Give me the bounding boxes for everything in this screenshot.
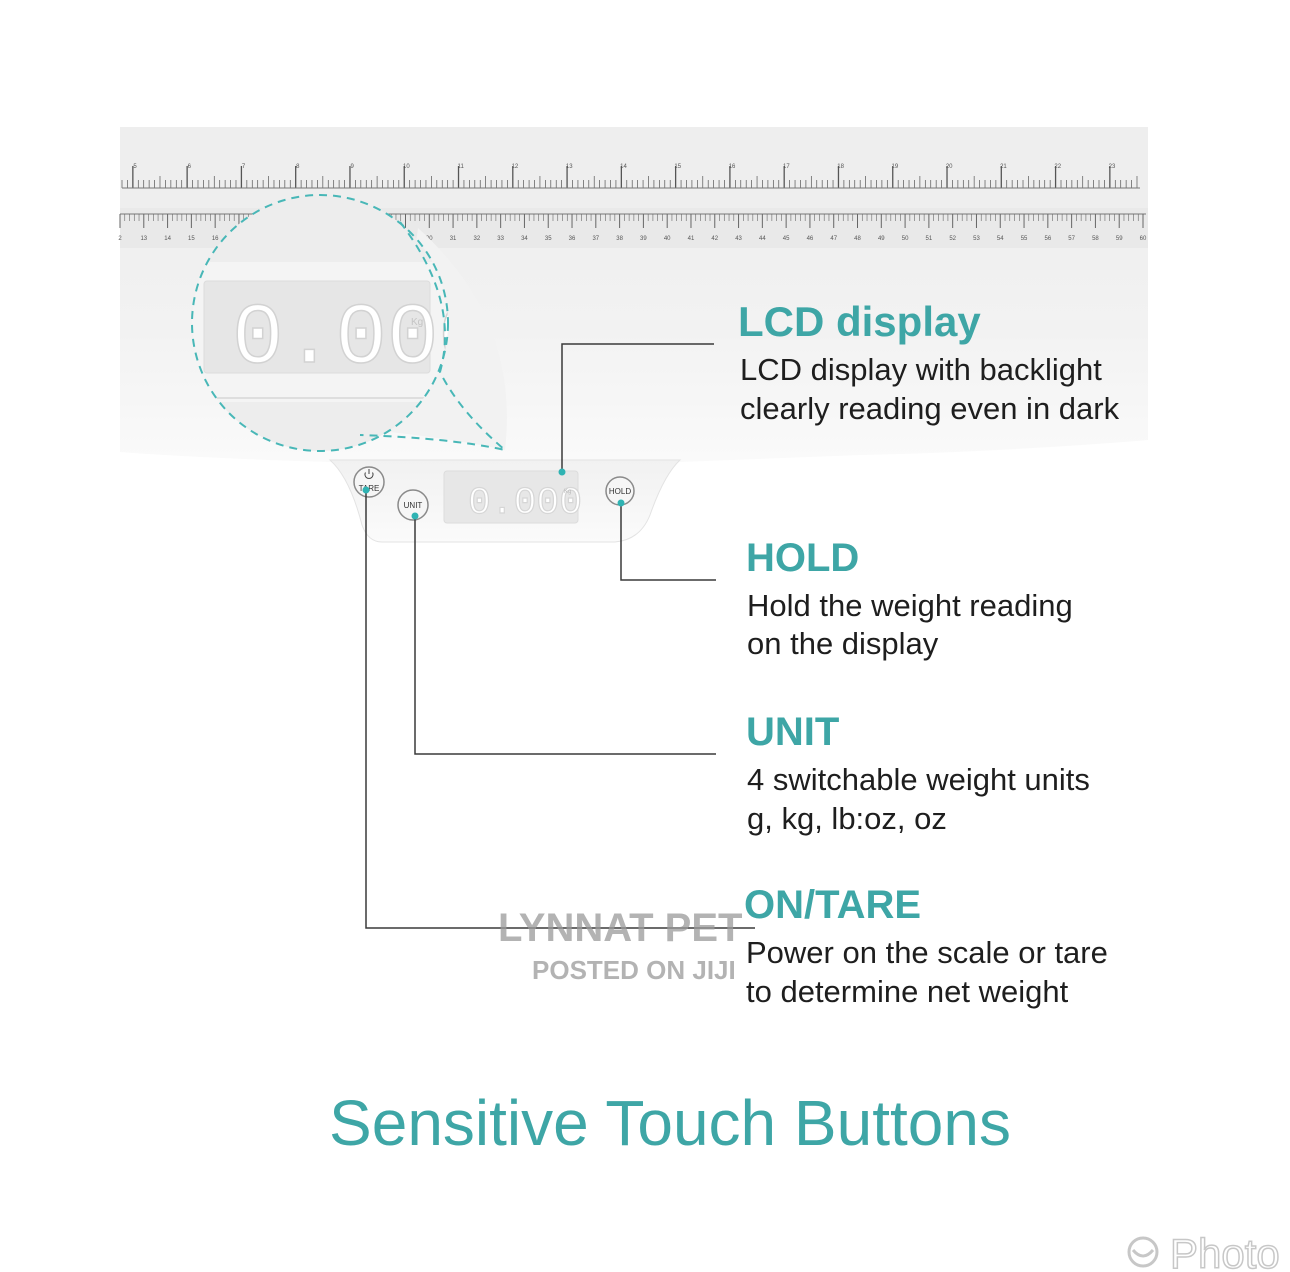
leader-unit bbox=[414, 516, 716, 755]
feature-hold-line-1: Hold the weight reading bbox=[747, 588, 1073, 623]
ruler-top-number: 14 bbox=[620, 164, 627, 170]
ruler-top-number: 20 bbox=[946, 164, 953, 170]
feature-hold-title: HOLD bbox=[746, 536, 859, 580]
feature-lcd-title: LCD display bbox=[738, 298, 981, 345]
ruler-bottom-number: 2 bbox=[118, 236, 122, 242]
ruler-bottom-number: 54 bbox=[997, 236, 1004, 242]
feature-lcd-line-1: LCD display with backlight bbox=[740, 352, 1102, 387]
feature-tare-line-1: Power on the scale or tare bbox=[746, 935, 1108, 970]
ruler-top-number: 9 bbox=[350, 164, 354, 170]
ruler-bottom-number: 59 bbox=[1116, 236, 1123, 242]
ruler-top-number: 21 bbox=[1000, 164, 1007, 170]
feature-tare-line-2: to determine net weight bbox=[746, 974, 1069, 1009]
ruler-bottom-number: 46 bbox=[807, 236, 814, 242]
zoom-callout: 0.000 Kg bbox=[191, 194, 507, 452]
ruler-top-number: 10 bbox=[403, 164, 410, 170]
zoom-lcd-unit: Kg bbox=[411, 317, 423, 328]
ruler-top-number: 7 bbox=[242, 164, 246, 170]
hold-dot bbox=[617, 499, 625, 507]
watermark-line-2: POSTED ON JIJI bbox=[532, 955, 736, 985]
feature-tare: ON/TARE Power on the scale or tare to de… bbox=[744, 883, 1108, 1009]
ruler-top: 5 6 7 8 9 10 11 12 13 14 15 16 17 18 19 20 21 22 23 bbox=[121, 164, 1140, 189]
ruler-bottom-number: 49 bbox=[878, 236, 885, 242]
ruler-bottom-number: 14 bbox=[164, 236, 171, 242]
ruler-top-number: 18 bbox=[837, 164, 844, 170]
ruler-bottom-number: 40 bbox=[664, 236, 671, 242]
ruler-top-number: 23 bbox=[1109, 164, 1116, 170]
unit-button-label: UNIT bbox=[404, 501, 423, 510]
ruler-bottom-number: 15 bbox=[188, 236, 195, 242]
ruler-bottom-number: 43 bbox=[735, 236, 742, 242]
leader-lcd bbox=[561, 343, 714, 472]
tare-dot bbox=[362, 486, 370, 494]
watermark-line-1: LYNNAT PET bbox=[498, 906, 742, 950]
ruler-bottom-number: 42 bbox=[711, 236, 718, 242]
feature-tare-title: ON/TARE bbox=[744, 883, 921, 927]
small-lcd-display: 0.000 Kg bbox=[443, 470, 583, 526]
ruler-bottom-number: 56 bbox=[1044, 236, 1051, 242]
feature-unit-line-2: g, kg, lb:oz, oz bbox=[747, 801, 947, 836]
hold-button-label: HOLD bbox=[609, 487, 631, 496]
feature-unit-line-1: 4 switchable weight units bbox=[747, 762, 1090, 797]
ruler-top-number: 13 bbox=[566, 164, 573, 170]
power-icon bbox=[364, 469, 374, 479]
feature-hold: HOLD Hold the weight reading on the disp… bbox=[746, 536, 1073, 661]
ruler-bottom-number: 57 bbox=[1068, 236, 1075, 242]
corner-logo-text: Photo bbox=[1170, 1230, 1280, 1272]
ruler-bottom-number: 35 bbox=[545, 236, 552, 242]
feature-lcd-line-2: clearly reading even in dark bbox=[740, 391, 1120, 426]
ruler-bottom-number: 36 bbox=[569, 236, 576, 242]
feature-hold-line-2: on the display bbox=[747, 626, 939, 661]
leader-lines bbox=[362, 343, 755, 929]
ruler-bottom-number: 32 bbox=[474, 236, 481, 242]
ruler-top-number: 8 bbox=[296, 164, 300, 170]
ruler-top-number: 11 bbox=[458, 164, 465, 170]
ruler-top-number: 19 bbox=[892, 164, 899, 170]
leader-tare bbox=[365, 490, 755, 929]
small-lcd-unit: Kg bbox=[564, 489, 571, 495]
ruler-top-number: 12 bbox=[512, 164, 519, 170]
ruler-bottom-number: 55 bbox=[1021, 236, 1028, 242]
tare-button[interactable]: TARE bbox=[353, 466, 385, 498]
ruler-top-number: 5 bbox=[133, 164, 137, 170]
ruler-top-number: 22 bbox=[1054, 164, 1061, 170]
ruler-bottom-number: 38 bbox=[616, 236, 623, 242]
ruler-bottom-number: 48 bbox=[854, 236, 861, 242]
photo-app-icon bbox=[1127, 1236, 1159, 1268]
ruler-bottom-number: 60 bbox=[1140, 236, 1147, 242]
ruler-bottom-number: 47 bbox=[830, 236, 837, 242]
watermark: LYNNAT PET POSTED ON JIJI bbox=[498, 906, 742, 985]
ruler-bottom-number: 13 bbox=[140, 236, 147, 242]
leader-hold bbox=[620, 503, 716, 581]
headline: Sensitive Touch Buttons bbox=[329, 1087, 1011, 1159]
feature-unit-title: UNIT bbox=[746, 710, 839, 754]
feature-lcd: LCD display LCD display with backlight c… bbox=[738, 298, 1120, 426]
zoom-lcd-reading: 0.000 bbox=[232, 290, 490, 388]
ruler-bottom-number: 51 bbox=[926, 236, 933, 242]
lcd-dot bbox=[558, 468, 566, 476]
unit-button[interactable]: UNIT bbox=[397, 489, 429, 521]
unit-dot bbox=[411, 512, 419, 520]
feature-unit: UNIT 4 switchable weight units g, kg, lb… bbox=[746, 710, 1090, 836]
ruler-top-number: 15 bbox=[674, 164, 681, 170]
ruler-bottom-number: 53 bbox=[973, 236, 980, 242]
ruler-bottom-number: 58 bbox=[1092, 236, 1099, 242]
ruler-top-number: 16 bbox=[729, 164, 736, 170]
ruler-bottom-number: 34 bbox=[521, 236, 528, 242]
ruler-bottom-number: 37 bbox=[592, 236, 599, 242]
ruler-bottom-number: 41 bbox=[688, 236, 695, 242]
ruler-bottom-number: 45 bbox=[783, 236, 790, 242]
ruler-top-number: 6 bbox=[188, 164, 192, 170]
small-lcd-reading: 0.000 bbox=[468, 482, 582, 525]
ruler-top-number: 17 bbox=[783, 164, 790, 170]
ruler-bottom-number: 33 bbox=[497, 236, 504, 242]
ruler-bottom-number: 39 bbox=[640, 236, 647, 242]
ruler-bottom-number: 31 bbox=[450, 236, 457, 242]
ruler-bottom-number: 44 bbox=[759, 236, 766, 242]
corner-logo: Photo bbox=[1127, 1229, 1281, 1272]
ruler-bottom-number: 50 bbox=[902, 236, 909, 242]
ruler-bottom-number: 16 bbox=[212, 236, 219, 242]
ruler-bottom-number: 52 bbox=[949, 236, 956, 242]
